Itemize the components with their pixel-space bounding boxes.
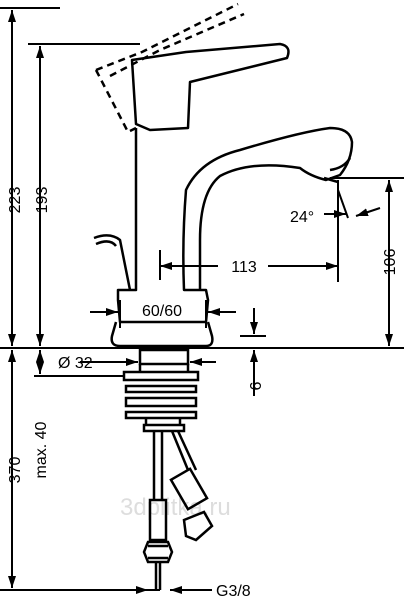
dim-spout-reach: 113 (231, 259, 257, 276)
dimension-lines (0, 7, 404, 594)
supply-hoses (142, 430, 214, 590)
handle-alt-position (94, 2, 245, 134)
dim-hose-length: 370 (7, 457, 24, 484)
dim-max-thickness: max. 40 (33, 421, 50, 478)
dim-base-offset: 6 (248, 381, 265, 390)
faucet-body (93, 42, 354, 348)
dim-outlet-height: 106 (382, 249, 399, 276)
dim-handle-clearance: 60/60 (142, 303, 182, 320)
dim-spray-angle: 24° (290, 209, 314, 226)
dim-hole-diameter: Ø 32 (58, 355, 93, 372)
mounting-assembly (122, 348, 200, 433)
watermark: 3dplitka.ru (120, 494, 231, 521)
dim-connection-thread: G3/8 (216, 583, 251, 600)
dim-spout-height: 193 (34, 187, 51, 214)
dim-total-height: 223 (7, 187, 24, 214)
